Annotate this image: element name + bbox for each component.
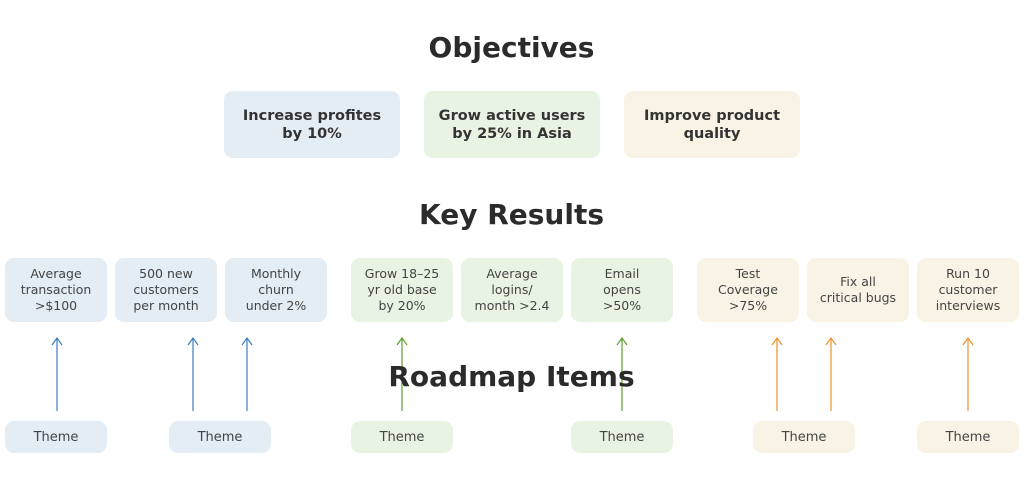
key-result-monthly-churn: Monthly churn under 2% xyxy=(225,258,327,322)
key-result-new-customers: 500 new customers per month xyxy=(115,258,217,322)
theme-6: Theme xyxy=(917,421,1019,453)
key-result-average-logins: Average logins/ month >2.4 xyxy=(461,258,563,322)
key-results-heading: Key Results xyxy=(419,198,604,231)
theme-5: Theme xyxy=(753,421,855,453)
arrow-theme2-to-kr3 xyxy=(241,336,253,411)
roadmap-items-heading: Roadmap Items xyxy=(388,360,635,393)
theme-3: Theme xyxy=(351,421,453,453)
arrow-theme1-to-kr1 xyxy=(51,336,63,411)
key-result-average-transaction: Average transaction >$100 xyxy=(5,258,107,322)
arrow-theme3-to-kr4 xyxy=(396,336,408,411)
objective-grow-active-users: Grow active users by 25% in Asia xyxy=(424,91,600,158)
theme-2: Theme xyxy=(169,421,271,453)
arrow-theme5-to-kr8 xyxy=(825,336,837,411)
key-result-email-opens: Email opens >50% xyxy=(571,258,673,322)
key-result-customer-interviews: Run 10 customer interviews xyxy=(917,258,1019,322)
arrow-theme6-to-kr9 xyxy=(962,336,974,411)
arrow-theme2-to-kr2 xyxy=(187,336,199,411)
objectives-heading: Objectives xyxy=(428,31,595,64)
key-result-fix-bugs: Fix all critical bugs xyxy=(807,258,909,322)
key-result-grow-base: Grow 18–25 yr old base by 20% xyxy=(351,258,453,322)
theme-1: Theme xyxy=(5,421,107,453)
objective-improve-quality: Improve product quality xyxy=(624,91,800,158)
theme-4: Theme xyxy=(571,421,673,453)
arrow-theme4-to-kr6 xyxy=(616,336,628,411)
arrow-theme5-to-kr7 xyxy=(771,336,783,411)
objective-increase-profits: Increase profites by 10% xyxy=(224,91,400,158)
key-result-test-coverage: Test Coverage >75% xyxy=(697,258,799,322)
